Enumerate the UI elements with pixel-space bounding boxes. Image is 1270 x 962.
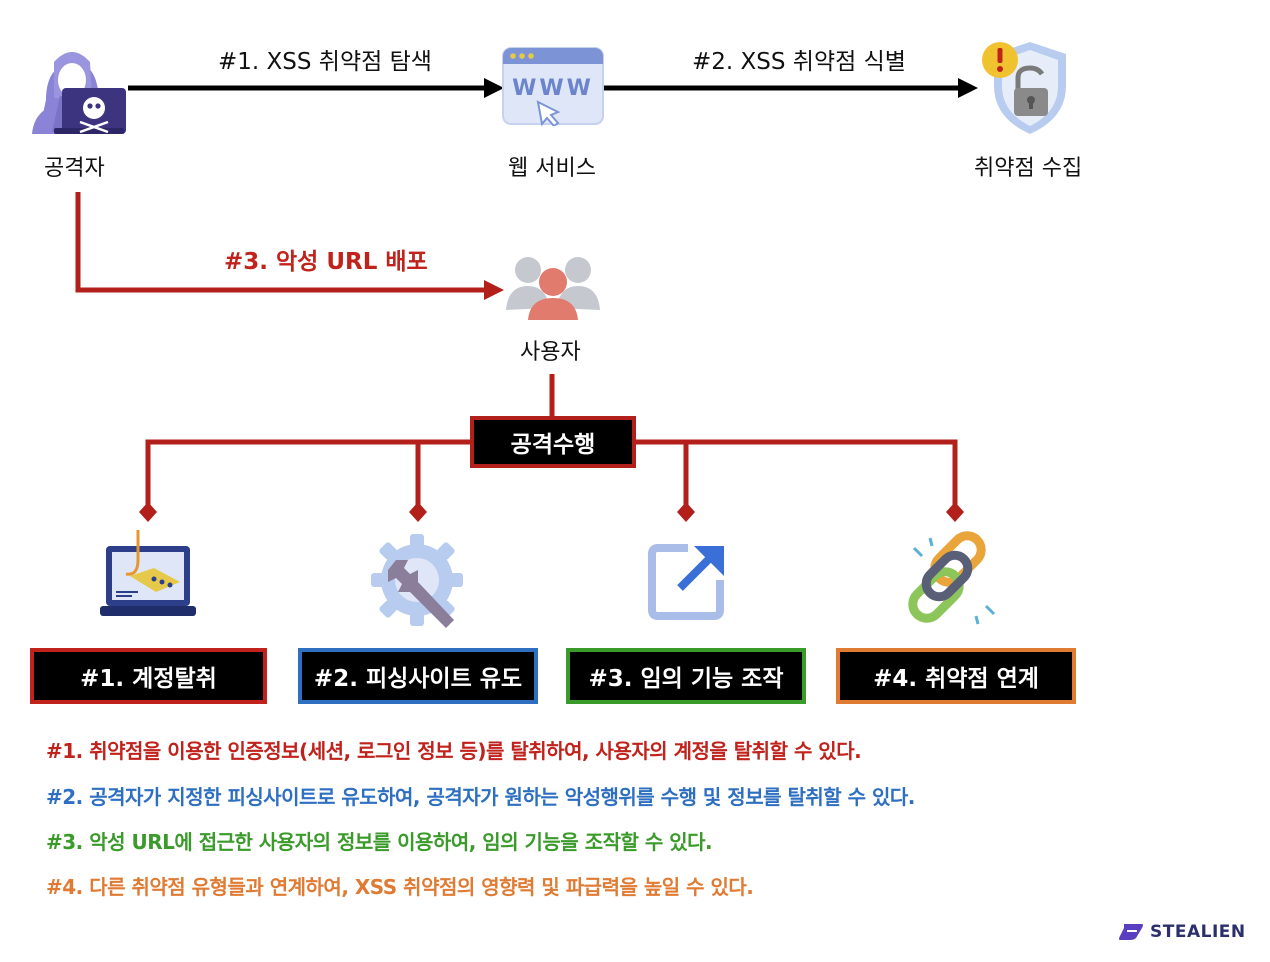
- web-browser-icon: WWW: [502, 46, 604, 126]
- outcome-label-1: #1. 계정탈취: [80, 666, 217, 692]
- description-2: #2. 공격자가 지정한 피싱사이트로 유도하여, 공격자가 원하는 악성행위를…: [46, 785, 915, 809]
- description-3: #3. 악성 URL에 접근한 사용자의 정보를 이용하여, 임의 기능을 조작…: [46, 830, 713, 854]
- description-4: #4. 다른 취약점 유형들과 연계하여, XSS 취약점의 영향력 및 파급력…: [46, 875, 754, 899]
- gear-wrench-icon: [371, 534, 463, 628]
- outcome-label-4: #4. 취약점 연계: [873, 666, 1039, 692]
- branch-2: [415, 439, 470, 508]
- outcome-box-4: #4. 취약점 연계: [836, 648, 1076, 704]
- arrowhead-distribute: [484, 280, 504, 300]
- www-text: WWW: [512, 76, 594, 101]
- brand-name: STEALIEN: [1150, 922, 1246, 942]
- outcome-box-3: #3. 임의 기능 조작: [566, 648, 806, 704]
- step2-label: #2. XSS 취약점 식별: [692, 49, 906, 75]
- broken-lock-shield-icon: [982, 42, 1066, 134]
- branch-2-diamond: [409, 502, 427, 522]
- stealien-logo-icon: [1119, 924, 1143, 940]
- outcome-label-2: #2. 피싱사이트 유도: [313, 666, 523, 692]
- branch-3: [636, 439, 689, 508]
- branch-1: [145, 439, 470, 508]
- arrowhead-identify: [958, 78, 978, 98]
- branch-4-diamond: [946, 502, 964, 522]
- brand-logo: STEALIEN: [1118, 922, 1246, 942]
- arrow-distribute: [75, 192, 492, 293]
- branch-3-diamond: [677, 502, 695, 522]
- outcome-label-3: #3. 임의 기능 조작: [588, 666, 784, 692]
- step3-label: #3. 악성 URL 배포: [224, 249, 428, 275]
- attack-execute-label: 공격수행: [510, 432, 596, 458]
- laptop-phishing-icon: [100, 530, 196, 616]
- web-service-label: 웹 서비스: [508, 156, 596, 181]
- chain-link-icon: [908, 531, 996, 625]
- outcome-box-1: #1. 계정탈취: [30, 648, 267, 704]
- users-icon: [506, 257, 600, 320]
- attacker-label: 공격자: [44, 156, 105, 181]
- attack-execute-box: 공격수행: [470, 416, 636, 468]
- hacker-icon: [32, 52, 126, 134]
- vuln-collect-label: 취약점 수집: [974, 156, 1083, 181]
- user-label: 사용자: [520, 340, 581, 365]
- arrowhead-search: [484, 78, 504, 98]
- description-1: #1. 취약점을 이용한 인증정보(세션, 로그인 정보 등)를 탈취하여, 사…: [46, 739, 862, 763]
- external-link-icon: [648, 544, 724, 620]
- branch-1-diamond: [139, 502, 157, 522]
- outcome-box-2: #2. 피싱사이트 유도: [298, 648, 538, 704]
- branch-4: [636, 439, 958, 508]
- step1-label: #1. XSS 취약점 탐색: [218, 49, 432, 75]
